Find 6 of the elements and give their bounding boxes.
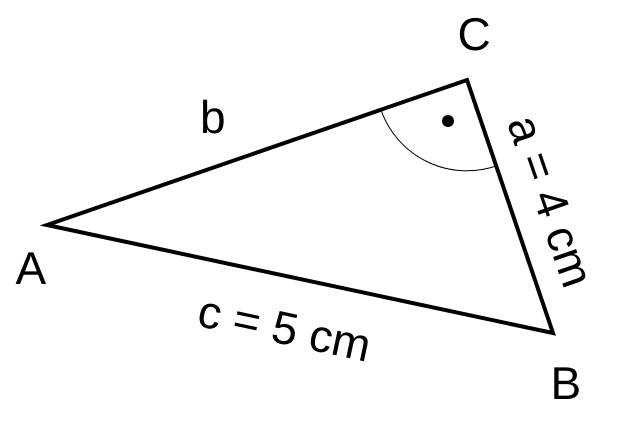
side-label: b	[200, 94, 226, 140]
side-length-label: c = 5 cm	[194, 287, 374, 369]
side-length-label: a = 4 cm	[500, 110, 602, 292]
vertex-label: B	[550, 360, 582, 406]
vertex-label: A	[16, 245, 46, 291]
vertex-label: C	[458, 11, 491, 57]
